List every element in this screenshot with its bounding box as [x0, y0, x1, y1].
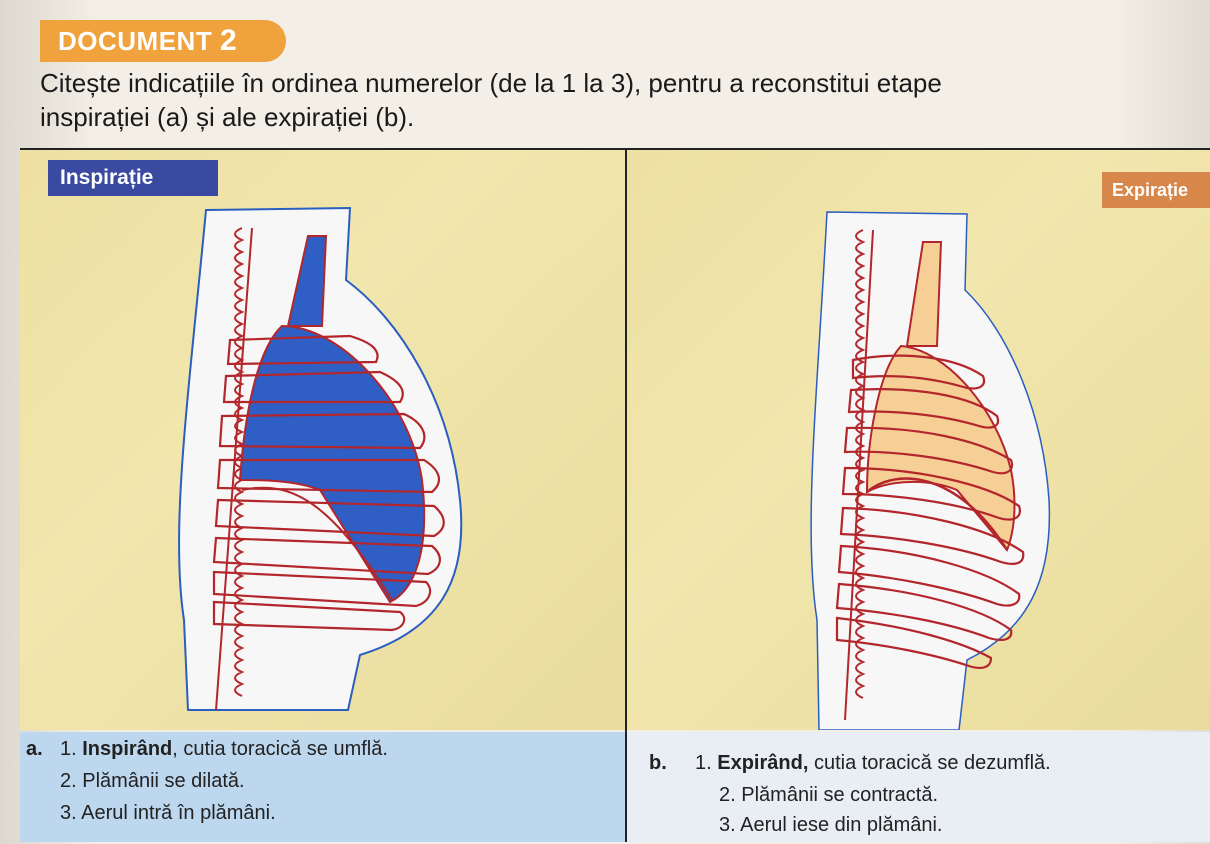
- step-keyword: Inspirând: [82, 738, 173, 760]
- instructions-line-2: inspirației (a) și ale expirației (b).: [40, 102, 415, 132]
- document-tag-word: DOCUMENT: [58, 26, 213, 56]
- inspiration-thorax-diagram: [178, 206, 463, 711]
- step-text: Aerul iese din plămâni.: [740, 814, 943, 836]
- step-keyword: Expirând,: [717, 752, 809, 774]
- expiration-diaphragm: [866, 477, 1009, 551]
- inspiration-step-2: 2. Plămânii se dilată.: [60, 770, 245, 793]
- expiration-label: Expirație: [1102, 172, 1210, 208]
- step-text: Aerul intră în plămâni.: [81, 802, 276, 824]
- inspiration-label: Inspirație: [48, 160, 218, 196]
- expiration-trachea: [905, 241, 943, 347]
- expiration-step-2: 2. Plămânii se contractă.: [719, 784, 938, 807]
- inspiration-step-3: 3. Aerul intră în plămâni.: [60, 802, 276, 825]
- expiration-step-3: 3. Aerul iese din plămâni.: [719, 814, 942, 837]
- step-number: 1.: [60, 738, 77, 760]
- panel-divider: [625, 150, 627, 842]
- inspiration-panel: Inspirație: [20, 150, 625, 730]
- expiration-caption-letter: b.: [649, 752, 667, 774]
- document-tag: DOCUMENT 2: [40, 20, 286, 62]
- expiration-panel: Expirație: [627, 150, 1210, 730]
- inspiration-trachea: [286, 235, 328, 327]
- instructions-text: Citește indicațiile în ordinea numerelor…: [40, 66, 1205, 134]
- step-text: Plămânii se contractă.: [741, 784, 939, 806]
- expiration-caption: b. 1. Expirând, cutia toracică se dezumf…: [627, 732, 1210, 842]
- step-number: 3.: [719, 814, 736, 836]
- step-text: , cutia toracică se umflă.: [172, 738, 388, 760]
- step-number: 2.: [719, 784, 736, 806]
- inspiration-caption: a. 1. Inspirând, cutia toracică se umflă…: [20, 732, 625, 842]
- expiration-ribs: [835, 354, 1025, 669]
- inspiration-ribs: [212, 334, 445, 632]
- step-text: Plămânii se dilată.: [82, 770, 245, 792]
- expiration-spine-line: [844, 229, 874, 721]
- expiration-thorax-diagram: [810, 211, 1051, 730]
- document-tag-number: 2: [219, 24, 238, 57]
- diagram-panels: Inspirație: [20, 148, 1210, 842]
- step-text: cutia toracică se dezumflă.: [808, 752, 1051, 774]
- instructions-line-1: Citește indicațiile în ordinea numerelor…: [40, 68, 942, 98]
- inspiration-step-1: 1. Inspirând, cutia toracică se umflă.: [60, 738, 388, 761]
- expiration-step-1: 1. Expirând, cutia toracică se dezumflă.: [695, 752, 1051, 775]
- inspiration-caption-letter: a.: [26, 738, 43, 760]
- step-number: 2.: [60, 770, 77, 792]
- step-number: 3.: [60, 802, 77, 824]
- step-number: 1.: [695, 752, 712, 774]
- inspiration-spine-line: [215, 227, 253, 711]
